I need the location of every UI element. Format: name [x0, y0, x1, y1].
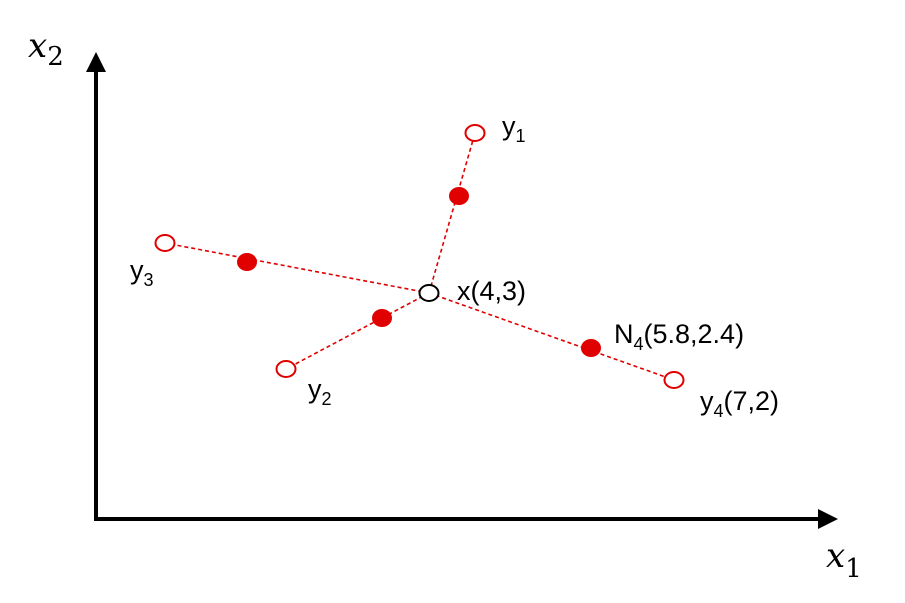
- label-y3: y3: [130, 255, 154, 290]
- line-to-y1: [428, 132, 476, 294]
- neighbor-point-y2: [275, 360, 297, 378]
- axes: [86, 52, 838, 529]
- synthetic-point-y2: [372, 309, 392, 327]
- x2-axis-subscript: 2: [47, 42, 64, 72]
- label-y4: y4(7,2): [700, 386, 779, 421]
- label-y2: y2: [308, 374, 332, 409]
- neighbor-point-y4: [663, 371, 685, 389]
- synthetic-point-y3: [237, 253, 257, 271]
- center-point-x: [418, 284, 440, 302]
- label-y2-main: y: [308, 374, 322, 404]
- synthetic-point-n4: [581, 339, 601, 357]
- label-y1: y1: [502, 111, 526, 146]
- label-y1-sub: 1: [516, 126, 526, 146]
- label-n4-main: N: [614, 319, 634, 349]
- line-to-y4: [428, 292, 675, 381]
- label-y1-main: y: [502, 111, 516, 141]
- label-y4-main: y: [700, 386, 714, 416]
- label-n4-sub: 4: [634, 334, 644, 354]
- line-to-y3: [164, 242, 430, 294]
- label-n4-rest: (5.8,2.4): [644, 319, 745, 349]
- label-x-center: x(4,3): [457, 276, 526, 306]
- label-y3-main: y: [130, 255, 144, 285]
- x1-axis-arrowhead: [818, 509, 838, 529]
- line-to-y2: [285, 292, 430, 370]
- x2-axis-arrowhead: [86, 52, 106, 72]
- label-y4-sub: 4: [714, 401, 724, 421]
- label-y2-sub: 2: [322, 389, 332, 409]
- label-y3-sub: 3: [144, 270, 154, 290]
- synthetic-point-y1: [449, 187, 469, 205]
- x2-axis-symbol: x: [28, 26, 47, 66]
- neighbor-lines: [164, 132, 675, 381]
- label-y4-rest: (7,2): [724, 386, 780, 416]
- synthetic-points: [237, 187, 601, 357]
- x2-axis-label: x2: [28, 26, 64, 72]
- neighbor-point-y1: [464, 124, 486, 142]
- x1-axis-subscript: 1: [845, 554, 862, 584]
- x1-axis-label: x1: [826, 536, 862, 584]
- x1-axis-symbol: x: [826, 536, 845, 576]
- neighbor-point-y3: [154, 234, 176, 252]
- neighbor-points: [154, 124, 685, 389]
- label-n4: N4(5.8,2.4): [614, 319, 744, 354]
